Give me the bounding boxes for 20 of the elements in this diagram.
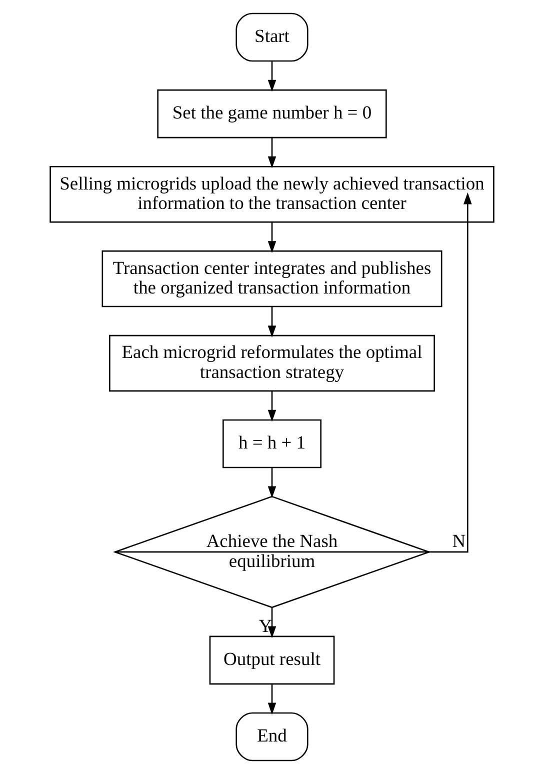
edge-label: Y xyxy=(258,616,272,636)
node-box: End xyxy=(235,712,308,762)
arrow xyxy=(267,306,276,338)
node-box: Each microgrid reformulates the optimal transaction strategy xyxy=(108,334,434,392)
node-box: Transaction center integrates and publishes the organized transaction information xyxy=(101,250,442,308)
node-box: Set the game number h = 0 xyxy=(156,89,386,138)
arrow xyxy=(267,608,276,638)
node-diamond: Achieve the Nash equilibrium xyxy=(112,496,431,608)
arrow xyxy=(267,61,276,92)
node-box: Output result xyxy=(208,636,334,685)
arrow xyxy=(267,684,276,715)
arrow xyxy=(267,468,276,498)
node-box: h = h + 1 xyxy=(222,419,321,468)
arrow xyxy=(267,222,276,254)
arrow xyxy=(114,192,472,553)
arrow xyxy=(267,391,276,422)
node-box: Selling microgrids upload the newly achieved transaction information to the transaction center xyxy=(49,166,494,223)
arrow xyxy=(267,138,276,168)
node-box: Start xyxy=(235,12,308,62)
edge-label: N xyxy=(452,530,466,551)
